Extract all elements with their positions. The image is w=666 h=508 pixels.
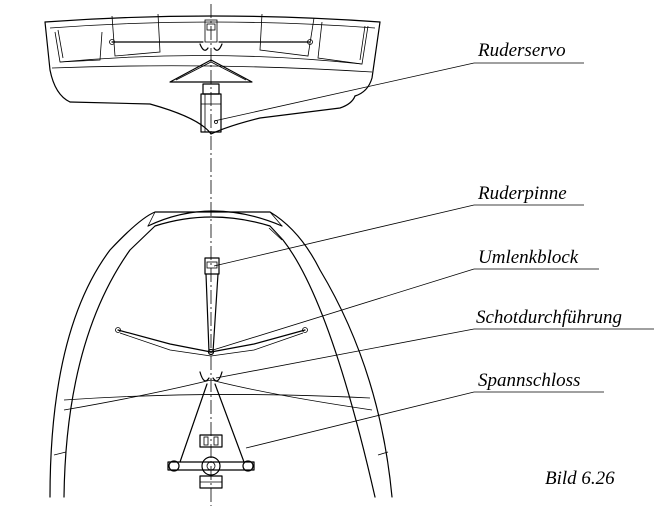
figure-caption: Bild 6.26 — [545, 468, 615, 489]
label-ruderservo: Ruderservo — [477, 40, 566, 61]
upper-hull-section — [44, 13, 381, 135]
leader-lines — [212, 62, 654, 449]
label-umlenkblock: Umlenkblock — [478, 247, 579, 268]
label-schotdurchfuehrung: Schotdurchführung — [476, 307, 622, 328]
lower-hull-plan — [49, 210, 393, 498]
label-ruderpinne: Ruderpinne — [477, 183, 567, 204]
label-spannschloss: Spannschloss — [478, 370, 580, 391]
